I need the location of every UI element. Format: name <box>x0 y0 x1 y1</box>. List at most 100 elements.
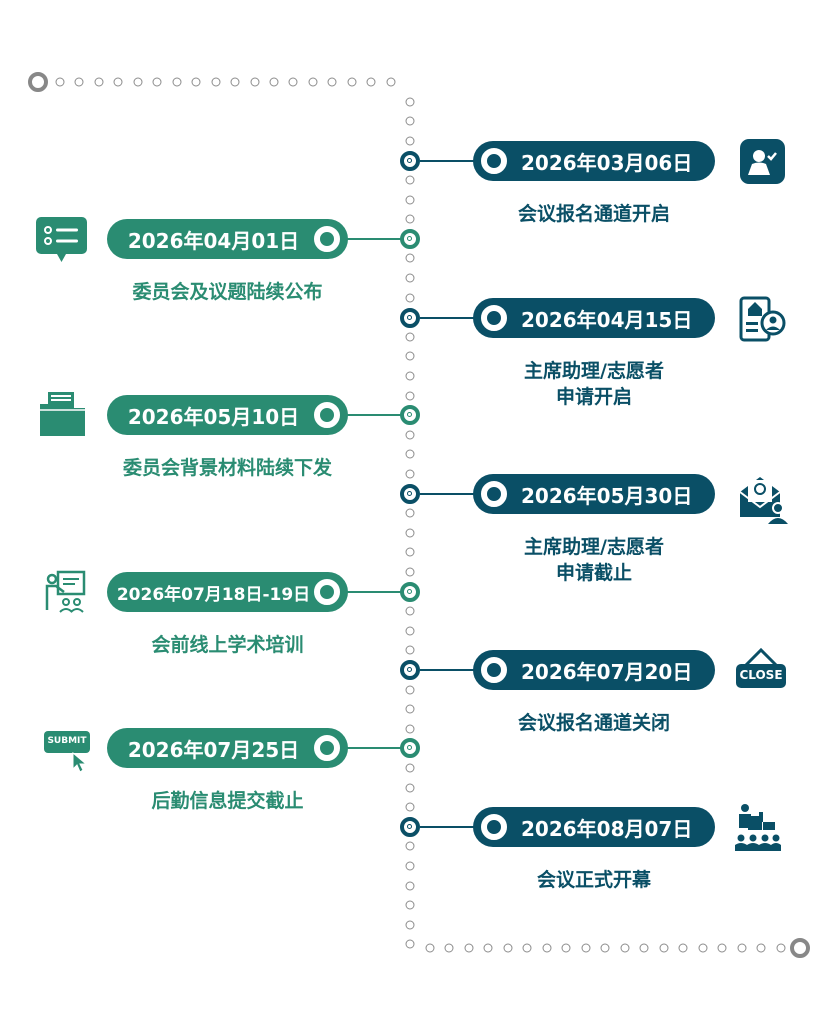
track-dot <box>405 606 415 616</box>
training-presentation-icon <box>45 570 86 613</box>
ring-icon <box>481 305 507 331</box>
track-dot <box>600 943 610 953</box>
mail-user-icon <box>739 477 788 524</box>
date-pill: 2026年07月20日 <box>473 650 715 690</box>
timeline-node <box>400 405 420 425</box>
track-dot <box>405 136 415 146</box>
track-dot <box>405 802 415 812</box>
track-dot <box>230 77 240 87</box>
track-dot <box>405 293 415 303</box>
event-label: 会前线上学术培训 <box>151 634 304 656</box>
track-dot <box>347 77 357 87</box>
connector-line <box>420 493 476 495</box>
event-date: 2026年08月07日 <box>521 816 693 841</box>
track-dot <box>522 943 532 953</box>
track-dot <box>405 724 415 734</box>
date-pill: 2026年03月06日 <box>473 141 715 181</box>
timeline-node <box>400 484 420 504</box>
event-label: 委员会背景材料陆续下发 <box>122 457 332 479</box>
timeline-node <box>400 738 420 758</box>
close-sign-text: CLOSE <box>739 668 783 682</box>
track-dot <box>191 77 201 87</box>
track-dot <box>405 685 415 695</box>
event-label: 会议报名通道关闭 <box>517 712 670 734</box>
connector-line <box>420 160 476 162</box>
user-check-icon <box>740 139 785 184</box>
track-dot <box>405 626 415 636</box>
track-dot <box>659 943 668 953</box>
ring-icon <box>314 402 340 428</box>
ring-icon <box>314 735 340 761</box>
ring-icon <box>314 579 340 605</box>
event-label: 主席助理/志愿者 申请截止 <box>524 536 664 584</box>
track-dot <box>405 881 415 891</box>
list-chat-icon <box>36 217 87 262</box>
track-dot <box>405 175 415 185</box>
connector-line <box>345 414 401 416</box>
track-dot <box>581 943 590 953</box>
event-label: 主席助理/志愿者 申请开启 <box>524 360 664 408</box>
event-label: 后勤信息提交截止 <box>151 790 304 812</box>
track-dot <box>405 528 415 538</box>
track-dot <box>698 943 707 953</box>
track-dot <box>737 943 746 953</box>
event-date: 2026年04月15日 <box>521 307 693 332</box>
track-dot <box>405 253 415 263</box>
track-dot <box>405 861 415 871</box>
event-date: 2026年05月30日 <box>521 483 693 508</box>
track-dot <box>405 704 415 714</box>
event-label: 会议报名通道开启 <box>517 203 670 225</box>
date-pill: 2026年04月01日 <box>107 219 348 259</box>
track-dot <box>405 939 415 949</box>
event-date: 2026年07月20日 <box>521 659 693 684</box>
track-dot <box>250 77 259 87</box>
conference-speaker-icon <box>735 804 781 851</box>
timeline-start-marker <box>28 72 48 92</box>
track-dot <box>269 77 279 87</box>
track-dot <box>405 841 415 851</box>
track-dot <box>542 943 551 953</box>
track-dot <box>113 77 123 87</box>
track-dot <box>678 943 688 953</box>
date-pill: 2026年05月10日 <box>107 395 348 435</box>
track-dot <box>405 371 415 381</box>
track-dot <box>405 351 415 361</box>
track-dot <box>405 449 415 459</box>
connector-line <box>345 591 401 593</box>
event-label: 委员会及议题陆续公布 <box>132 281 323 303</box>
track-dot <box>172 77 182 87</box>
track-dot <box>366 77 376 87</box>
date-pill: 2026年05月30日 <box>473 474 715 514</box>
event-date: 2026年03月06日 <box>521 150 693 175</box>
ring-icon <box>481 481 507 507</box>
track-dot <box>405 567 415 577</box>
ring-icon <box>314 226 340 252</box>
track-dot <box>386 77 396 87</box>
track-dot <box>405 332 415 342</box>
track-dot <box>405 195 415 205</box>
connector-line <box>345 747 401 749</box>
track-dot <box>405 97 415 107</box>
close-sign-icon: CLOSE <box>735 646 787 690</box>
timeline-node <box>400 151 420 171</box>
track-dot <box>94 77 104 87</box>
track-dot <box>405 430 415 440</box>
timeline-node <box>400 308 420 328</box>
track-dot <box>55 77 65 87</box>
track-dot <box>405 469 415 479</box>
date-pill: 2026年07月18日-19日 <box>107 572 348 612</box>
timeline-node <box>400 817 420 837</box>
track-dot <box>503 943 512 953</box>
event-date: 2026年05月10日 <box>127 404 300 429</box>
track-dot <box>405 273 415 283</box>
event-label: 会议正式开幕 <box>536 869 651 891</box>
track-dot <box>74 77 84 87</box>
connector-line <box>345 238 401 240</box>
track-dot <box>405 900 415 910</box>
track-dot <box>561 943 571 953</box>
ring-icon <box>481 814 507 840</box>
track-dot <box>717 943 727 953</box>
track-dot <box>405 763 415 773</box>
submit-button-icon: SUBMIT <box>44 731 92 775</box>
